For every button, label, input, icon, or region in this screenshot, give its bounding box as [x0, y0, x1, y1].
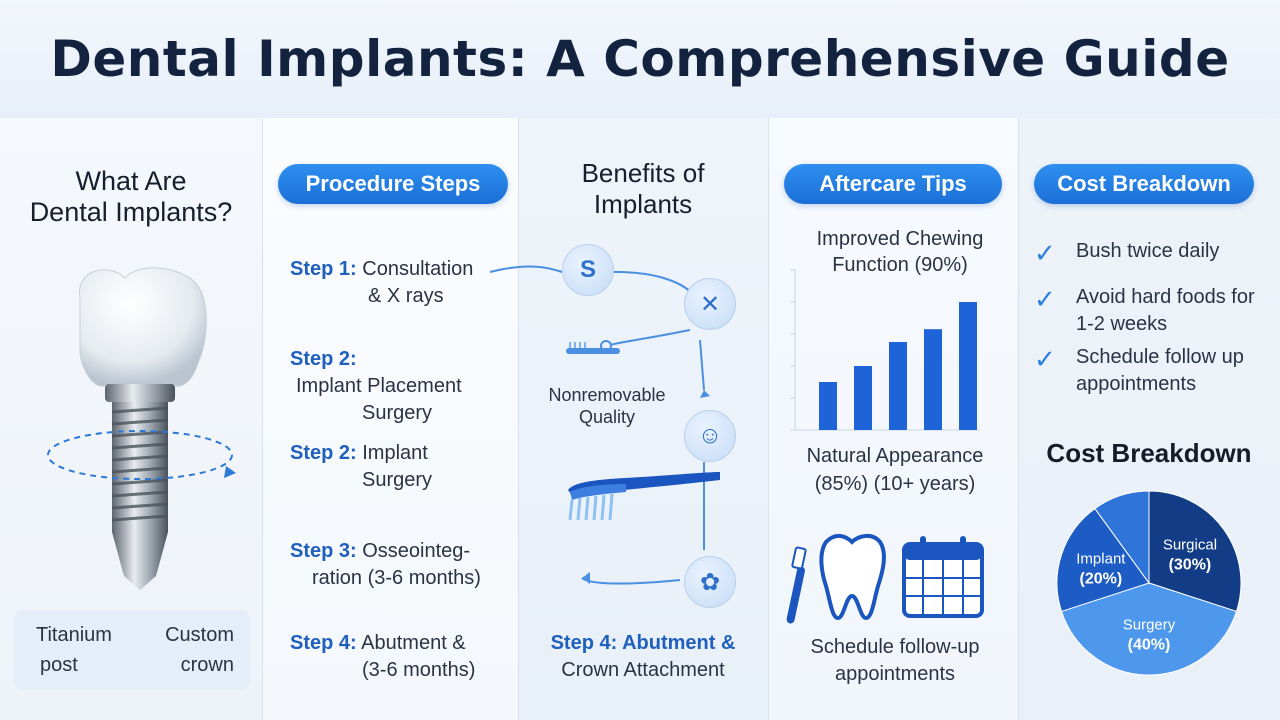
tip-text: Schedule follow up appointments [1076, 344, 1276, 398]
check-icon: ✓ [1034, 344, 1056, 374]
benefit-step-line: Step 4: Abutment & [518, 630, 768, 657]
caption-line: appointments [834, 663, 956, 685]
benefit-icon-3: ☺ [684, 410, 736, 462]
pie-percent-label: (30%) [1169, 556, 1212, 573]
pie-label: Surgery [1123, 617, 1176, 634]
step-text: Abutment & [361, 632, 466, 654]
pie-slice [1056, 507, 1150, 613]
implant-caption-box: Titanium post Custom crown [14, 610, 250, 690]
implant-illustration-icon [47, 267, 236, 590]
divider [262, 118, 263, 720]
divider [1018, 118, 1019, 720]
chart-caption: Improved Chewing Function (90%) [800, 226, 1000, 278]
bar [819, 382, 837, 430]
step-text: Implant Placement [296, 375, 462, 397]
caption-line: Improved Chewing [816, 228, 984, 250]
step-item: Step 2: Implant Surgery [290, 440, 432, 494]
benefit-icon-4: ✿ [684, 556, 736, 608]
step-label: Step 4: Abutment & [550, 632, 736, 654]
caption-line: Natural Appearance [806, 445, 984, 467]
step-item: Step 1: Consultation & X rays [290, 256, 473, 310]
check-icon: ✓ [1034, 284, 1056, 314]
panel-procedure-steps [262, 118, 518, 720]
tip-text: Avoid hard foods for 1-2 weeks [1076, 284, 1276, 338]
caption-line: Function (90%) [832, 254, 968, 276]
caption-line: (85%) (10+ years) [814, 473, 976, 495]
cost-pie-chart: Surgical (30%) Surgery (40%) Implant (20%) [1056, 490, 1242, 676]
cost-breakdown-pill: Cost Breakdown [1034, 164, 1254, 204]
tip-line: 1-2 weeks [1076, 313, 1168, 335]
step-label: Step 1: [290, 258, 357, 280]
small-toothbrush-icon [566, 342, 620, 354]
heading-line: Benefits of [581, 158, 705, 188]
tip-line: Avoid hard foods for [1076, 286, 1255, 308]
pie-slice [1148, 490, 1242, 613]
step-label: Step 2: [290, 348, 357, 370]
followup-caption: Schedule follow-up appointments [780, 634, 1010, 688]
titanium-post-label: Titanium post [36, 620, 112, 680]
tip-line: Schedule follow up [1076, 346, 1244, 368]
step-text: ration (3-6 months) [312, 567, 481, 589]
benefit-step-line: Crown Attachment [561, 659, 725, 681]
step-text: Consultation [362, 258, 474, 280]
pie-label: Implant [1076, 550, 1126, 567]
toothbrush-icon [568, 472, 720, 521]
pie-slice [1094, 490, 1150, 585]
label-line: post [40, 654, 78, 676]
pie-label: Surgical [1163, 536, 1217, 553]
caption-line: Schedule follow-up [810, 636, 980, 658]
step-text: Surgery [362, 402, 433, 424]
benefit-side-label: Nonremovable Quality [532, 384, 682, 428]
step-label: Step 3: [290, 540, 357, 562]
bar [959, 302, 977, 430]
step-text: & X rays [368, 285, 444, 307]
benefit-icon-1: S [562, 244, 614, 296]
chewing-function-bar-chart [790, 269, 980, 431]
tip-line: appointments [1076, 373, 1197, 395]
heading-line: Implants [593, 189, 693, 219]
appearance-caption: Natural Appearance (85%) (10+ years) [780, 442, 1010, 498]
step-item: Step 3: Osseointeg- ration (3-6 months) [290, 538, 481, 592]
pie-percent-label: (20%) [1080, 570, 1123, 587]
page-title: Dental Implants: A Comprehensive Guide [50, 30, 1230, 88]
procedure-steps-pill: Procedure Steps [278, 164, 508, 204]
pie-percent-label: (40%) [1128, 637, 1171, 654]
aftercare-tips-pill: Aftercare Tips [784, 164, 1002, 204]
implant-heading: What Are Dental Implants? [0, 166, 262, 228]
step-text: Surgery [362, 469, 433, 491]
custom-crown-label: Custom crown [165, 620, 234, 680]
bar [889, 342, 907, 430]
step-label: Step 4: [290, 632, 357, 654]
divider [518, 118, 519, 720]
benefit-icon-2: ✕ [684, 278, 736, 330]
benefits-heading: Benefits of Implants [518, 158, 768, 220]
step-text: (3-6 months) [362, 659, 476, 681]
label-line: Custom [165, 624, 234, 646]
divider [768, 118, 769, 720]
check-icon: ✓ [1034, 238, 1056, 268]
step-text: Osseointeg- [362, 540, 471, 562]
cost-subheading: Cost Breakdown [1046, 438, 1252, 468]
heading-line: What Are [75, 166, 187, 196]
step-label: Step 2: [290, 442, 357, 464]
benefit-step-caption: Step 4: Abutment & Crown Attachment [518, 630, 768, 684]
label-line: Quality [578, 407, 636, 427]
step-item: Step 4: Abutment & (3-6 months) [290, 630, 475, 684]
tooth-icon [819, 534, 886, 621]
bar [924, 329, 942, 430]
label-line: Nonremovable [548, 385, 666, 405]
heading-line: Dental Implants? [29, 197, 233, 227]
pie-slice [1060, 582, 1238, 676]
label-line: crown [180, 654, 234, 676]
step-text: Implant [362, 442, 428, 464]
bar [854, 366, 872, 430]
tip-text: Bush twice daily [1076, 240, 1220, 262]
toothbrush-icon [786, 546, 807, 624]
label-line: Titanium [36, 624, 112, 646]
calendar-icon [902, 536, 984, 618]
title-banner: Dental Implants: A Comprehensive Guide [0, 0, 1280, 118]
step-item: Step 2: Implant Placement Surgery [290, 346, 462, 427]
